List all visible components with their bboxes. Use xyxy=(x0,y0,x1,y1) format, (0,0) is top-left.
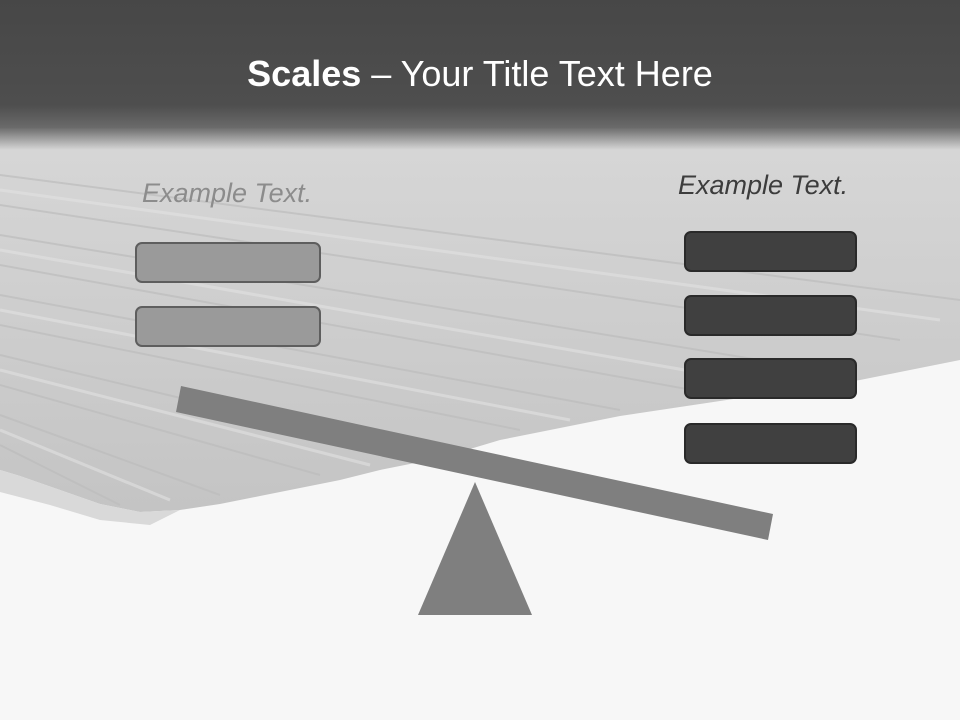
right-box-3[interactable] xyxy=(684,358,857,399)
left-box-2[interactable] xyxy=(135,306,321,347)
title-band xyxy=(0,0,960,150)
left-box-1[interactable] xyxy=(135,242,321,283)
right-box-4[interactable] xyxy=(684,423,857,464)
title-rest: – Your Title Text Here xyxy=(361,53,713,94)
scale-beam xyxy=(176,386,773,540)
title-bold-word: Scales xyxy=(247,53,362,94)
slide-title: Scales – Your Title Text Here xyxy=(0,50,960,98)
scale-fulcrum xyxy=(418,482,532,615)
right-box-2[interactable] xyxy=(684,295,857,336)
right-box-1[interactable] xyxy=(684,231,857,272)
left-example-text: Example Text. xyxy=(142,178,313,208)
right-example-text: Example Text. xyxy=(678,170,849,200)
